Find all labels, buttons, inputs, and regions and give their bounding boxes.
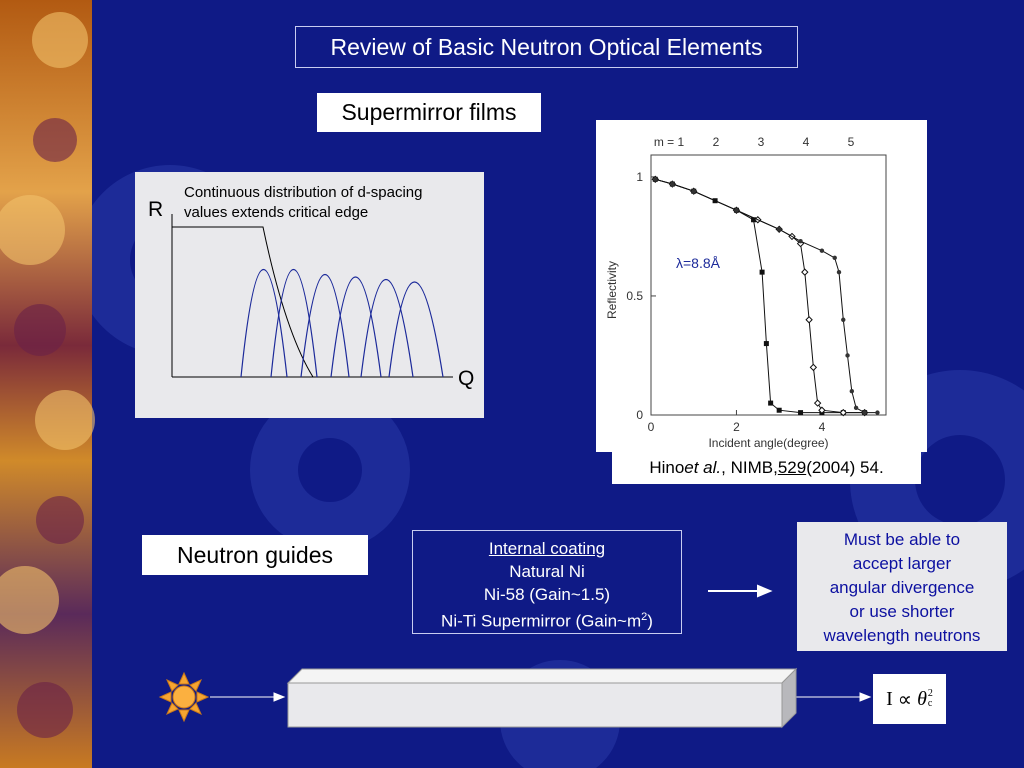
- data-point: [813, 399, 822, 407]
- bragg-peak: [240, 268, 288, 378]
- data-point: [653, 177, 658, 182]
- axis-label-q: Q: [458, 367, 475, 390]
- critical-edge-curve: [172, 226, 314, 378]
- series-line: [655, 178, 865, 414]
- neutron-guides-label: Neutron guides: [142, 535, 368, 575]
- data-point: [819, 248, 825, 253]
- data-point: [853, 405, 859, 411]
- citation-journal: , NIMB,: [721, 458, 778, 477]
- formula-lhs: I: [886, 687, 893, 710]
- data-point: [776, 407, 782, 413]
- bragg-peak: [360, 279, 414, 378]
- bragg-peak: [330, 276, 382, 378]
- data-point: [832, 255, 837, 261]
- data-point: [836, 269, 842, 275]
- coating-line: Natural Ni: [509, 562, 585, 581]
- data-point: [818, 406, 826, 414]
- data-point: [875, 410, 880, 415]
- data-point: [691, 188, 696, 194]
- x-tick-label: 4: [819, 420, 826, 434]
- caption-line: values extends critical edge: [184, 204, 369, 221]
- schematic-caption: Continuous distribution of d-spacing val…: [184, 183, 474, 223]
- supermirror-label: Supermirror films: [317, 93, 541, 132]
- coating-line: Ni-58 (Gain~1.5): [483, 585, 611, 604]
- data-point: [862, 410, 867, 415]
- note-line: angular divergence: [829, 578, 975, 597]
- data-point: [801, 268, 809, 276]
- data-point: [849, 388, 855, 394]
- top-tick-label: 3: [758, 135, 765, 149]
- citation-volume: 529: [777, 458, 807, 477]
- data-point: [798, 410, 804, 416]
- wavelength-annotation: λ=8.8Å: [676, 255, 721, 271]
- schematic-diagram: [171, 214, 453, 378]
- y-tick-label: 0: [636, 408, 643, 422]
- y-tick-label: 0.5: [626, 289, 643, 303]
- data-point: [798, 238, 803, 244]
- formula-theta: θ: [917, 687, 927, 710]
- note-line: Must be able to: [843, 530, 961, 549]
- data-point: [759, 269, 765, 275]
- series-line: [655, 178, 878, 414]
- coating-superscript: 2: [641, 611, 648, 623]
- data-point: [751, 217, 757, 223]
- bragg-peak: [270, 268, 318, 378]
- top-tick-label: 2: [713, 135, 720, 149]
- y-tick-label: 1: [636, 170, 643, 184]
- data-point: [670, 181, 675, 187]
- citation-etal: et al.: [684, 458, 722, 477]
- data-point: [805, 316, 813, 324]
- citation: Hino et al., NIMB, 529 (2004) 54.: [612, 452, 921, 484]
- formula-operator: ∝: [897, 688, 913, 711]
- bragg-peaks: [240, 268, 444, 378]
- supermirror-schematic: [135, 172, 484, 418]
- note-line: accept larger: [852, 554, 952, 573]
- internal-coating-box: Internal coating Natural Ni Ni-58 (Gain~…: [412, 530, 682, 634]
- slide-title: Review of Basic Neutron Optical Elements: [295, 26, 798, 68]
- data-point: [809, 363, 818, 372]
- data-point: [768, 400, 774, 406]
- caption-line: Continuous distribution of d-spacing: [184, 184, 423, 201]
- formula-subscript: c: [927, 698, 933, 709]
- data-point: [776, 227, 782, 232]
- axis-label-r: R: [148, 198, 164, 221]
- coating-line-suffix: ): [647, 611, 653, 631]
- citation-author: Hino: [649, 458, 685, 477]
- formula-superscript: 2: [927, 688, 933, 699]
- data-point: [841, 317, 846, 322]
- note-line: or use shorter: [849, 602, 955, 621]
- citation-rest: (2004) 54.: [806, 458, 884, 477]
- data-point: [839, 408, 847, 417]
- x-tick-label: 2: [733, 420, 740, 434]
- note-line: wavelength neutrons: [823, 626, 981, 645]
- data-point: [734, 208, 739, 213]
- x-axis-label: Incident angle(degree): [708, 436, 828, 450]
- divergence-note: Must be able to accept larger angular di…: [797, 522, 1007, 651]
- bragg-peak: [388, 281, 444, 378]
- data-point: [763, 341, 769, 347]
- top-axis-label: m = 1: [654, 135, 685, 149]
- series-line: [655, 178, 865, 414]
- x-tick-label: 0: [648, 420, 655, 434]
- coating-line: Ni-Ti Supermirror (Gain~m2): [413, 606, 681, 633]
- data-point: [845, 353, 850, 358]
- top-tick-label: 5: [848, 135, 855, 149]
- bragg-peak: [300, 273, 350, 378]
- y-axis-label: Reflectivity: [605, 261, 619, 319]
- coating-line-text: Ni-Ti Supermirror (Gain~m: [441, 611, 642, 631]
- plot-frame: [650, 154, 887, 416]
- top-tick-label: 4: [803, 135, 810, 149]
- coating-heading: Internal coating: [488, 539, 606, 558]
